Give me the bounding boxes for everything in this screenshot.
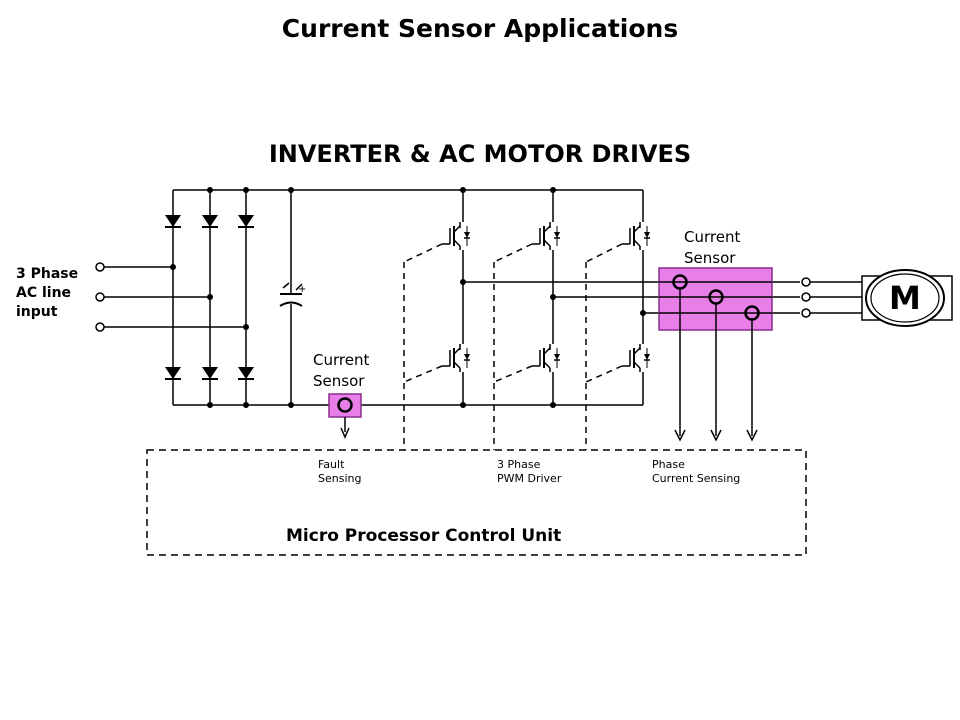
- phase-sensor-label: Current Sensor: [684, 228, 741, 267]
- ac-motor: [861, 269, 953, 327]
- dc-sensor-label: Current Sensor: [313, 351, 370, 390]
- phase-current-sensing-label: Phase Current Sensing: [652, 458, 741, 485]
- gate-drive-lines: [403, 243, 623, 450]
- motor-terminals: [801, 277, 862, 318]
- junction-dots: [170, 187, 646, 408]
- ac-input-terminals: [95, 262, 105, 332]
- dc-link-capacitor: +: [279, 190, 306, 405]
- diagram-subtitle: INVERTER & AC MOTOR DRIVES: [268, 140, 692, 168]
- control-unit-box: [146, 449, 807, 556]
- phase-current-sensor: [658, 267, 773, 442]
- control-unit-label: Micro Processor Control Unit: [286, 526, 562, 546]
- dc-current-sensor: [328, 393, 362, 439]
- page-title: Current Sensor Applications: [281, 14, 679, 43]
- pwm-driver-label: 3 Phase PWM Driver: [497, 458, 562, 485]
- ac-input-label: 3 Phase AC line input: [16, 266, 79, 320]
- svg-text:+: +: [298, 284, 306, 295]
- fault-sensing-label: Fault Sensing: [318, 458, 362, 485]
- motor-label: M: [889, 279, 921, 317]
